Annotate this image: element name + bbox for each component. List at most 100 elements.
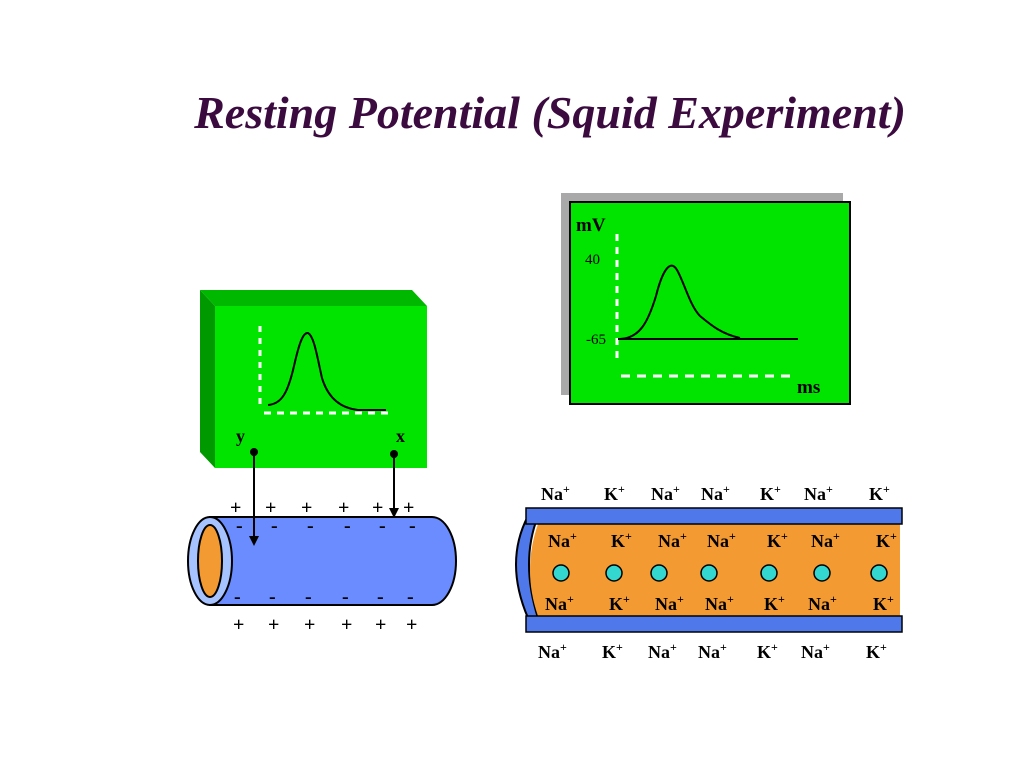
ion-label: Na+: [648, 640, 677, 662]
ion-label: Na+: [808, 592, 837, 614]
inner-charge-top: -: [271, 515, 278, 537]
ion-label: K+: [604, 482, 625, 504]
ion-symbol: K: [757, 642, 771, 662]
ion-channel: [760, 564, 778, 582]
ion-label: K+: [760, 482, 781, 504]
ion-symbol: Na: [658, 531, 680, 551]
ion-label: K+: [873, 592, 894, 614]
ion-charge: +: [670, 640, 677, 654]
tick-label-bottom: -65: [586, 332, 606, 348]
ion-charge: +: [774, 482, 781, 496]
membrane-top: [525, 507, 903, 525]
ion-symbol: K: [764, 594, 778, 614]
electrode-tip-x: [389, 508, 399, 518]
ion-charge: +: [771, 640, 778, 654]
electrode-dot-x: [390, 450, 398, 458]
ion-label: Na+: [705, 592, 734, 614]
outer-charge-bottom: +: [341, 614, 352, 636]
ion-charge: +: [567, 592, 574, 606]
ion-charge: +: [833, 529, 840, 543]
inner-charge-top: -: [409, 515, 416, 537]
y-axis-unit: mV: [576, 215, 606, 236]
outer-charge-top: +: [230, 497, 241, 519]
probe-box-top: [200, 290, 427, 306]
tick-label-top: 40: [585, 252, 600, 268]
ion-charge: +: [723, 482, 730, 496]
ion-charge: +: [727, 592, 734, 606]
inner-charge-bottom: -: [269, 586, 276, 608]
ion-symbol: K: [602, 642, 616, 662]
ion-symbol: Na: [701, 484, 723, 504]
inner-charge-bottom: -: [305, 586, 312, 608]
ion-channel: [700, 564, 718, 582]
ion-label: K+: [866, 640, 887, 662]
outer-charge-top: +: [338, 497, 349, 519]
ion-label: Na+: [538, 640, 567, 662]
ion-charge: +: [570, 529, 577, 543]
ion-charge: +: [720, 640, 727, 654]
ion-label: Na+: [698, 640, 727, 662]
ion-charge: +: [729, 529, 736, 543]
ion-label: Na+: [655, 592, 684, 614]
ion-charge: +: [563, 482, 570, 496]
ion-symbol: K: [760, 484, 774, 504]
outer-charge-bottom: +: [268, 614, 279, 636]
ion-symbol: Na: [548, 531, 570, 551]
axon-end-inner: [197, 524, 223, 598]
ion-symbol: Na: [541, 484, 563, 504]
ion-symbol: Na: [538, 642, 560, 662]
ion-label: Na+: [707, 529, 736, 551]
ion-label: Na+: [548, 529, 577, 551]
ion-symbol: Na: [811, 531, 833, 551]
inner-charge-top: -: [307, 515, 314, 537]
ion-channel: [813, 564, 831, 582]
ion-charge: +: [623, 592, 630, 606]
probe-box-front: [215, 306, 427, 468]
ion-channel: [650, 564, 668, 582]
ion-label: Na+: [804, 482, 833, 504]
ion-label: K+: [602, 640, 623, 662]
ion-label: Na+: [541, 482, 570, 504]
outer-charge-bottom: +: [304, 614, 315, 636]
ion-charge: +: [618, 482, 625, 496]
x-axis-unit: ms: [797, 377, 820, 398]
inner-charge-bottom: -: [407, 586, 414, 608]
ion-symbol: Na: [801, 642, 823, 662]
membrane-bottom: [525, 615, 903, 633]
outer-charge-top: +: [265, 497, 276, 519]
ion-labels: Na+K+Na+Na+K+Na+K+Na+K+Na+Na+K+Na+K+Na+K…: [538, 482, 897, 662]
outer-charge-bottom: +: [406, 614, 417, 636]
membrane-section: Na+K+Na+Na+K+Na+K+Na+K+Na+Na+K+Na+K+Na+K…: [515, 482, 903, 662]
probe-box: y x: [200, 290, 427, 468]
outer-charge-bottom: +: [375, 614, 386, 636]
page-title: Resting Potential (Squid Experiment): [194, 87, 906, 138]
axon-charges: ++++++------------++++++: [230, 497, 417, 636]
ion-label: K+: [869, 482, 890, 504]
ion-charge: +: [673, 482, 680, 496]
ion-charge: +: [890, 529, 897, 543]
electrode-dot-y: [250, 448, 258, 456]
ion-label: Na+: [801, 640, 830, 662]
ion-charge: +: [680, 529, 687, 543]
ion-charge: +: [616, 640, 623, 654]
ion-charge: +: [823, 640, 830, 654]
inner-charge-top: -: [344, 515, 351, 537]
probe-box-side: [200, 290, 215, 468]
axon-body: [209, 516, 457, 606]
ion-charge: +: [778, 592, 785, 606]
ion-symbol: Na: [707, 531, 729, 551]
oscilloscope-screen: [569, 201, 851, 405]
ion-symbol: K: [611, 531, 625, 551]
outer-charge-bottom: +: [233, 614, 244, 636]
ion-label: K+: [767, 529, 788, 551]
inner-charge-top: -: [236, 515, 243, 537]
ion-symbol: K: [604, 484, 618, 504]
electrode-label-y: y: [236, 426, 245, 446]
electrode-label-x: x: [396, 426, 405, 446]
axon-cylinder: ++++++------------++++++: [187, 448, 457, 636]
ion-symbol: Na: [705, 594, 727, 614]
ion-symbol: Na: [648, 642, 670, 662]
ion-label: Na+: [658, 529, 687, 551]
ion-symbol: Na: [651, 484, 673, 504]
